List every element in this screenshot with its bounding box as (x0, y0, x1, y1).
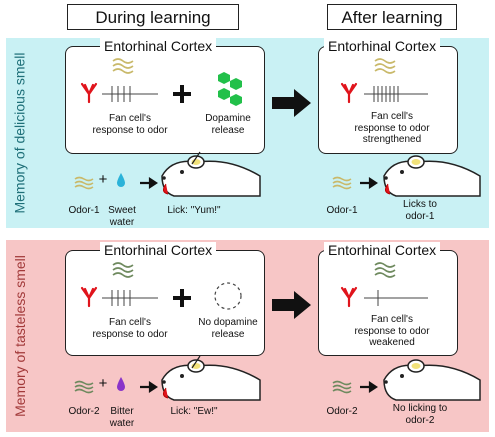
odor-wave-icon (374, 262, 396, 278)
entorhinal-box-after-bottom (318, 250, 458, 356)
plus-icon (173, 289, 191, 307)
lick-label: Lick: "Ew!" (170, 406, 218, 417)
spike-train-icon (102, 86, 158, 102)
after-odor-label: Odor-1 (326, 205, 358, 216)
odor-wave-icon (332, 176, 352, 190)
after-fan-cell-label: Fan cell's response to odor strengthened (354, 111, 430, 145)
water-drop-icon (117, 173, 125, 187)
odor-wave-icon (112, 58, 134, 74)
lick-label: Lick: "Yum!" (167, 205, 221, 216)
mouse-icon (161, 359, 261, 401)
arrow-icon (272, 89, 311, 117)
after-odor-label: Odor-2 (326, 406, 358, 417)
pointer-line (191, 151, 201, 165)
odor-label: Odor-1 (68, 205, 100, 216)
neuron-icon (80, 82, 98, 104)
arrow-icon (140, 380, 158, 394)
spike-train-icon (364, 290, 428, 306)
mouse-icon (383, 155, 481, 197)
empty-circle-icon (214, 282, 242, 310)
mouse-icon (383, 359, 481, 401)
after-lick-label: No licking to odor-2 (392, 403, 448, 426)
box-title: Entorhinal Cortex (100, 38, 217, 54)
entorhinal-box-during-bottom (65, 250, 265, 356)
fan-cell-label: Fan cell's response to odor (92, 317, 168, 340)
odor-wave-icon (74, 380, 94, 394)
header-during-learning: During learning (67, 4, 239, 30)
arrow-icon (360, 176, 378, 190)
liquid-label: Sweet water (108, 205, 136, 228)
odor-wave-icon (332, 380, 352, 394)
box-title: Entorhinal Cortex (324, 242, 441, 258)
neuron-icon (340, 82, 358, 104)
spike-train-icon (102, 290, 158, 306)
plus-icon (173, 85, 191, 103)
plus-small-icon: + (98, 171, 108, 188)
dopamine-label: Dopamine release (205, 113, 251, 136)
box-title: Entorhinal Cortex (324, 38, 441, 54)
neuron-icon (80, 286, 98, 308)
liquid-label: Bitter water (109, 406, 135, 429)
odor-wave-icon (374, 58, 396, 74)
arrow-icon (272, 291, 311, 319)
pointer-line (191, 355, 201, 369)
plus-small-icon: + (98, 375, 108, 392)
mouse-icon (161, 155, 261, 197)
no-dopamine-label: No dopamine release (198, 317, 258, 340)
neuron-icon (340, 286, 358, 308)
odor-label: Odor-2 (68, 406, 100, 417)
water-drop-icon (117, 377, 125, 391)
box-title: Entorhinal Cortex (100, 242, 217, 258)
odor-wave-icon (74, 176, 94, 190)
side-label-delicious: Memory of delicious smell (12, 52, 28, 214)
spike-train-icon (364, 86, 428, 102)
side-label-tasteless: Memory of tasteless smell (12, 255, 29, 417)
after-fan-cell-label: Fan cell's response to odor weakened (354, 314, 430, 348)
after-lick-label: Licks to odor-1 (403, 199, 437, 222)
arrow-icon (360, 380, 378, 394)
header-after-learning: After learning (327, 4, 457, 30)
dopamine-hexagons-icon (218, 72, 242, 106)
arrow-icon (140, 176, 158, 190)
odor-wave-icon (112, 262, 134, 278)
fan-cell-label: Fan cell's response to odor (92, 113, 168, 136)
